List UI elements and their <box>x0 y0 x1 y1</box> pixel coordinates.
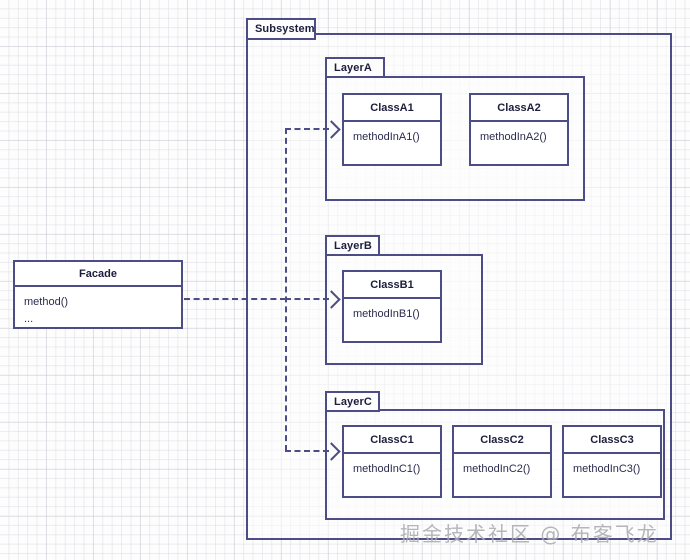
dependency-line-to-layer-c <box>285 450 329 452</box>
class-title: ClassA2 <box>471 95 567 122</box>
class-box-classc3[interactable]: ClassC3 methodInC3() <box>562 425 662 498</box>
class-title: ClassA1 <box>344 95 440 122</box>
package-tab-layer-c[interactable]: LayerC <box>325 391 380 412</box>
package-tab-layer-a[interactable]: LayerA <box>325 57 385 78</box>
watermark-text: 掘金技术社区 @ 布客飞龙 <box>400 522 659 546</box>
class-title: ClassB1 <box>344 272 440 299</box>
class-member: ... <box>24 313 34 325</box>
class-title: ClassC2 <box>454 427 550 454</box>
class-member: methodInC2() <box>463 463 531 475</box>
class-title: Facade <box>15 262 181 287</box>
dependency-line-to-layer-a <box>285 128 329 130</box>
class-member: methodInB1() <box>353 308 420 320</box>
class-box-classc1[interactable]: ClassC1 methodInC1() <box>342 425 442 498</box>
class-member: methodInA1() <box>353 131 420 143</box>
class-title: ClassC1 <box>344 427 440 454</box>
class-box-classc2[interactable]: ClassC2 methodInC2() <box>452 425 552 498</box>
class-title: ClassC3 <box>564 427 660 454</box>
class-members: methodInA2() <box>471 122 567 146</box>
class-members: methodInC2() <box>454 454 550 478</box>
class-member: methodInC1() <box>353 463 421 475</box>
class-member: methodInC3() <box>573 463 641 475</box>
class-members: methodInA1() <box>344 122 440 146</box>
dependency-line-facade-trunk <box>184 298 286 300</box>
class-members: methodInB1() <box>344 299 440 323</box>
class-member: methodInA2() <box>480 131 547 143</box>
class-box-facade[interactable]: Facade method() ... <box>13 260 183 329</box>
package-tab-layer-b[interactable]: LayerB <box>325 235 380 256</box>
class-box-classb1[interactable]: ClassB1 methodInB1() <box>342 270 442 343</box>
class-member: method() <box>24 296 69 308</box>
dependency-line-to-layer-b <box>285 298 329 300</box>
class-members: methodInC3() <box>564 454 660 478</box>
class-box-classa1[interactable]: ClassA1 methodInA1() <box>342 93 442 166</box>
dependency-line-vertical-branch <box>285 128 287 451</box>
class-members: method() ... <box>15 287 181 328</box>
class-box-classa2[interactable]: ClassA2 methodInA2() <box>469 93 569 166</box>
package-tab-subsystem[interactable]: Subsystem <box>246 18 316 40</box>
class-members: methodInC1() <box>344 454 440 478</box>
